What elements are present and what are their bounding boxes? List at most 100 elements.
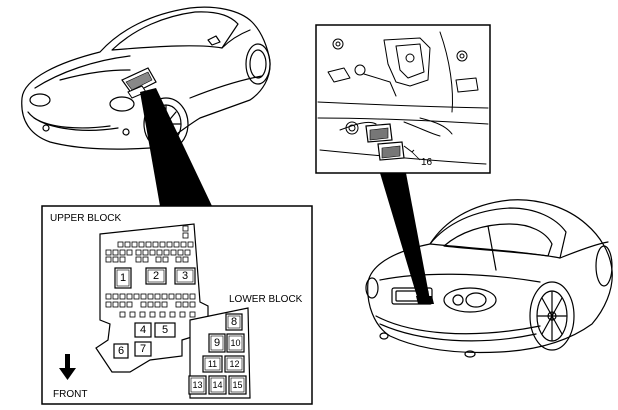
svg-text:11: 11 — [208, 359, 217, 369]
upper-block-label: UPPER BLOCK — [50, 213, 121, 224]
fuse-13: 13 — [188, 375, 207, 395]
fuse-1: 1 — [114, 267, 132, 289]
lower-block-label: LOWER BLOCK — [229, 294, 303, 305]
svg-text:1: 1 — [120, 272, 126, 284]
small-fuse-slot — [161, 301, 168, 308]
front-fuse-box-marker — [121, 67, 157, 99]
upper-block-fuses: 1 2 3 4 5 6 7 — [113, 267, 196, 359]
small-fuse-slot — [149, 311, 156, 318]
fuse-11: 11 — [202, 355, 223, 373]
fuse-7: 7 — [134, 341, 152, 357]
fuse-4: 4 — [134, 322, 152, 338]
fuse-8: 8 — [225, 313, 243, 331]
small-fuse-slot — [179, 311, 186, 318]
small-fuse-slot — [189, 301, 196, 308]
small-fuse-slot — [138, 241, 145, 248]
small-fuse-slot — [142, 249, 149, 256]
small-fuse-slot — [119, 311, 126, 318]
small-fuse-slot — [189, 293, 196, 300]
small-fuse-slot — [112, 293, 119, 300]
small-fuse-slot — [112, 249, 119, 256]
small-fuse-slot — [105, 256, 112, 263]
svg-text:3: 3 — [182, 270, 188, 282]
svg-text:8: 8 — [231, 316, 237, 328]
small-fuse-slot — [112, 301, 119, 308]
rear-car-illustration — [365, 199, 613, 358]
small-fuse-slot — [170, 249, 177, 256]
small-fuse-slot — [119, 256, 126, 263]
small-fuse-slot — [135, 256, 142, 263]
small-fuse-slot — [145, 241, 152, 248]
small-fuse-slot — [105, 301, 112, 308]
fuse-3: 3 — [174, 267, 196, 285]
small-fuse-slot — [187, 241, 194, 248]
svg-text:7: 7 — [140, 343, 146, 355]
fuse-10: 10 — [226, 333, 245, 353]
small-fuse-slot — [175, 293, 182, 300]
small-fuse-slot — [155, 256, 162, 263]
small-fuse-slot — [112, 256, 119, 263]
small-fuse-slot — [140, 301, 147, 308]
small-fuse-slot — [175, 256, 182, 263]
fuse-5: 5 — [154, 322, 176, 338]
small-fuse-slot — [139, 311, 146, 318]
fuse-12: 12 — [224, 355, 245, 373]
small-fuse-slot — [175, 301, 182, 308]
svg-text:4: 4 — [140, 324, 146, 336]
small-fuse-slot — [182, 301, 189, 308]
lower-block-fuses: 8 9 10 11 12 13 14 — [188, 313, 247, 395]
small-fuse-slot — [140, 293, 147, 300]
small-fuse-slot — [154, 293, 161, 300]
svg-text:9: 9 — [214, 337, 220, 349]
fuse-6: 6 — [113, 343, 129, 359]
fuse-9: 9 — [208, 333, 226, 353]
small-fuse-slot — [177, 249, 184, 256]
small-fuse-slot — [159, 311, 166, 318]
small-fuse-slot — [105, 249, 112, 256]
small-fuse-slot — [162, 256, 169, 263]
small-fuse-slot — [117, 241, 124, 248]
small-fuse-slot — [184, 249, 191, 256]
fuse-2: 2 — [145, 267, 167, 285]
small-fuse-slot — [163, 249, 170, 256]
small-fuse-slot — [129, 311, 136, 318]
svg-text:2: 2 — [153, 270, 159, 282]
small-fuse-slot — [182, 256, 189, 263]
small-fuse-slot — [133, 293, 140, 300]
small-fuse-slot — [147, 301, 154, 308]
fuse-15: 15 — [228, 375, 247, 395]
front-label: FRONT — [53, 389, 87, 400]
small-fuse-slot — [154, 301, 161, 308]
callout-wedge-left — [140, 88, 212, 206]
svg-text:12: 12 — [229, 359, 239, 369]
small-fuse-slot — [169, 311, 176, 318]
svg-text:15: 15 — [232, 380, 242, 390]
small-fuse-slot — [180, 241, 187, 248]
small-fuse-slot — [124, 241, 131, 248]
rear-location-marker — [416, 296, 434, 304]
small-fuse-slot — [131, 241, 138, 248]
small-fuse-slot — [182, 293, 189, 300]
small-fuse-slot — [119, 293, 126, 300]
callout-wedge-right — [380, 173, 430, 300]
inset-fuse-holder — [365, 123, 421, 161]
small-fuse-slot — [168, 293, 175, 300]
small-fuse-slot — [189, 311, 196, 318]
front-arrow-icon — [59, 354, 76, 380]
small-fuse-slot — [156, 249, 163, 256]
small-fuse-slot — [119, 301, 126, 308]
small-fuse-slot — [142, 256, 149, 263]
small-fuse-slot — [149, 249, 156, 256]
callout-number: 16 — [421, 157, 433, 168]
small-fuse-slot — [126, 293, 133, 300]
small-fuse-slot — [161, 293, 168, 300]
small-fuse-slot — [152, 241, 159, 248]
svg-text:13: 13 — [192, 380, 202, 390]
svg-text:6: 6 — [118, 345, 124, 357]
small-fuse-slot — [166, 241, 173, 248]
small-fuse-slot — [147, 293, 154, 300]
small-fuse-slot — [135, 249, 142, 256]
small-fuse-slot — [173, 241, 180, 248]
small-fuse-slot — [119, 249, 126, 256]
